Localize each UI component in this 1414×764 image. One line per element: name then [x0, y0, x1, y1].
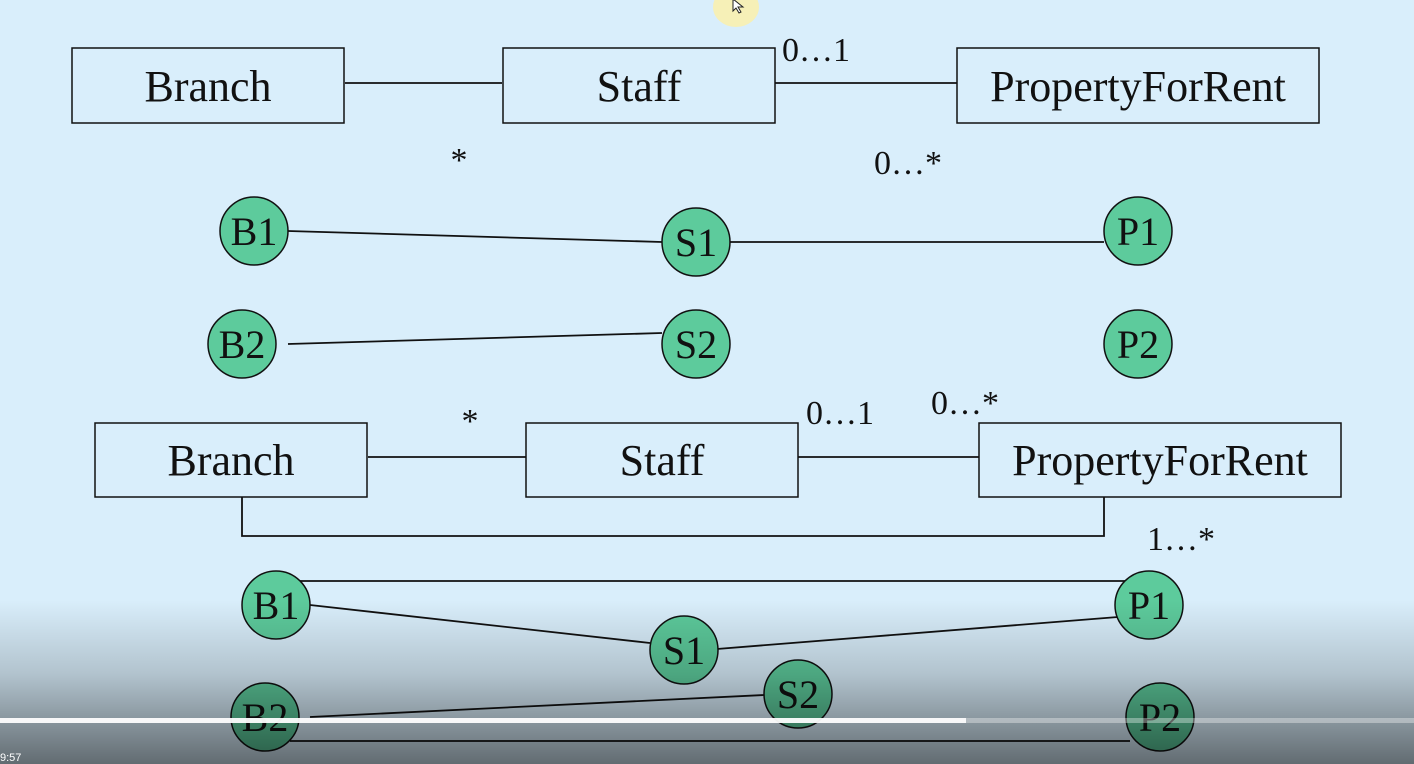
class-diagram-top: Branch Staff PropertyForRent 0…1 * 0…*	[71, 32, 1320, 182]
class-label-staff-2: Staff	[620, 436, 705, 485]
class-box-branch-2	[94, 422, 368, 498]
object-diagram-bottom: B1 P1 S1 S2 B2 P2	[230, 570, 1195, 752]
class-diagram-bottom: Branch Staff PropertyForRent * 0…1 0…* 1…	[94, 385, 1342, 558]
multiplicity-branch-staff-staff-end: *	[451, 142, 468, 179]
object-s2	[661, 309, 731, 379]
video-time-label: 9:57	[0, 752, 22, 764]
class-box-branch	[71, 47, 345, 124]
object-label-b2: B2	[219, 322, 266, 367]
class-box-property-2	[978, 422, 1342, 498]
link-b2-s2	[287, 332, 663, 345]
object-label-s2-2: S2	[777, 672, 819, 717]
object-diagram-top: B1 S1 P1 B2 S2 P2	[207, 196, 1173, 379]
class-label-property: PropertyForRent	[990, 62, 1286, 111]
class-label-staff: Staff	[597, 62, 682, 111]
object-s1	[661, 207, 731, 277]
object-b1	[219, 196, 289, 266]
multiplicity-staff-property-property-end-2: 0…*	[931, 385, 999, 422]
link-b1-s1	[287, 230, 663, 243]
class-label-property-2: PropertyForRent	[1012, 436, 1308, 485]
association-branch-property	[241, 497, 1105, 537]
object-b2	[207, 309, 277, 379]
multiplicity-staff-property-staff-end-2: 0…1	[806, 395, 874, 432]
class-label-branch: Branch	[144, 62, 271, 111]
class-box-property	[956, 47, 1320, 124]
video-progress-bar[interactable]	[0, 718, 1414, 723]
object-label-p1-2: P1	[1128, 583, 1170, 628]
object-label-s2: S2	[675, 322, 717, 367]
mouse-pointer-icon	[732, 0, 745, 14]
object-label-b1-2: B1	[253, 583, 300, 628]
object-label-p1: P1	[1117, 209, 1159, 254]
link-b2-s2-2	[309, 694, 765, 718]
class-box-staff	[502, 47, 776, 124]
object-label-b1: B1	[231, 209, 278, 254]
multiplicity-branch-property-property-end: 1…*	[1147, 521, 1215, 558]
object-p1	[1103, 196, 1173, 266]
link-s1-p1-2	[716, 616, 1119, 650]
class-label-branch-2: Branch	[167, 436, 294, 485]
class-box-staff-2	[525, 422, 799, 498]
link-b1-s1-2	[309, 604, 651, 644]
object-label-s1: S1	[675, 220, 717, 265]
multiplicity-staff-property-property-end: 0…*	[874, 145, 942, 182]
multiplicity-branch-staff-staff-end-2: *	[462, 403, 479, 440]
object-p2	[1103, 309, 1173, 379]
object-label-s1-2: S1	[663, 628, 705, 673]
multiplicity-staff-property-staff-end: 0…1	[782, 32, 850, 69]
object-label-p2: P2	[1117, 322, 1159, 367]
video-progress-played	[0, 718, 966, 723]
